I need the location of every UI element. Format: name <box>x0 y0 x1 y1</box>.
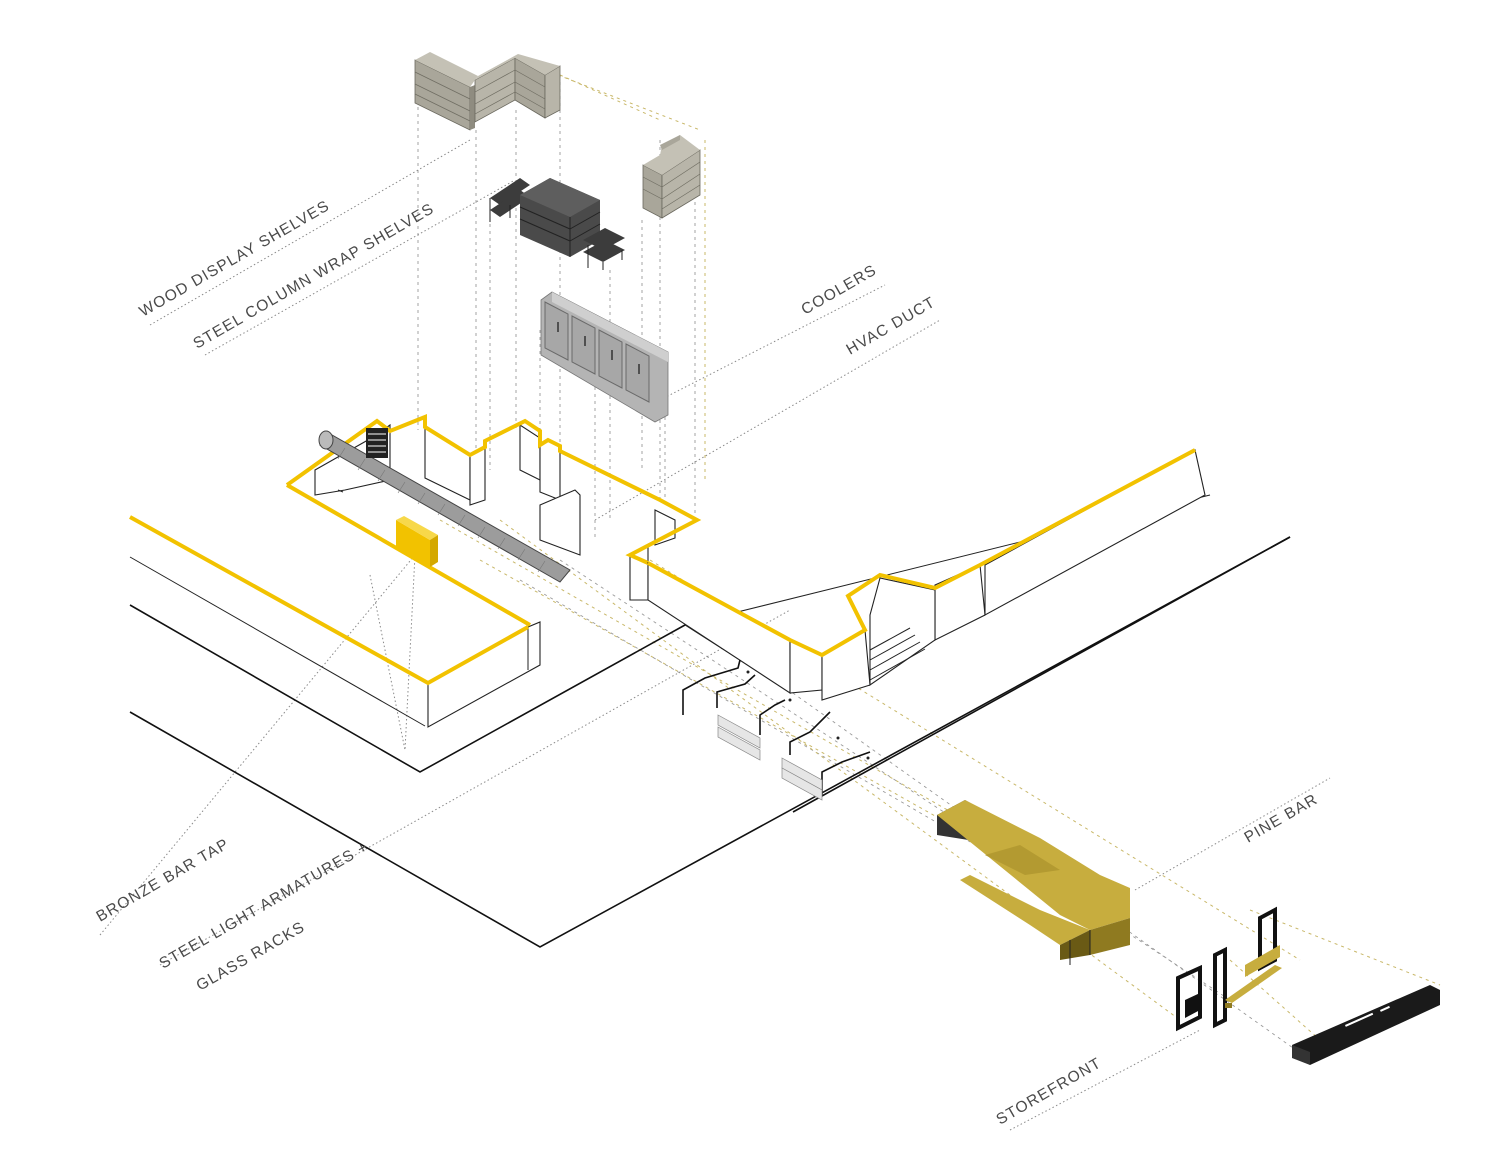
label-hvac-duct: HVAC DUCT <box>844 294 939 359</box>
wall-rack <box>366 428 388 458</box>
label-coolers: COOLERS <box>799 262 880 319</box>
labels: WOOD DISPLAY SHELVES STEEL COLUMN WRAP S… <box>94 197 1321 1128</box>
hvac-duct <box>318 430 571 583</box>
label-wood-display-shelves: WOOD DISPLAY SHELVES <box>137 197 333 320</box>
storefront <box>1176 906 1282 1032</box>
coolers <box>540 291 669 423</box>
label-storefront: STOREFRONT <box>994 1054 1105 1128</box>
entry-steps <box>869 627 926 681</box>
label-leaders <box>99 139 1331 1131</box>
central-room <box>285 414 702 627</box>
label-steel-column-wrap-shelves: STEEL COLUMN WRAP SHELVES <box>191 200 438 352</box>
bronze-bar-tap <box>396 516 438 567</box>
steel-column-wrap-shelves <box>489 178 625 270</box>
pine-bar <box>937 800 1130 965</box>
wood-display-shelves <box>414 52 701 219</box>
label-bronze-bar-tap: BRONZE BAR TAP <box>94 835 233 925</box>
signage <box>1292 985 1440 1065</box>
right-wall-run <box>647 448 1206 701</box>
steel-light-armatures-glass-racks <box>682 659 871 801</box>
label-pine-bar: PINE BAR <box>1242 791 1321 847</box>
left-wall-block <box>129 515 541 728</box>
